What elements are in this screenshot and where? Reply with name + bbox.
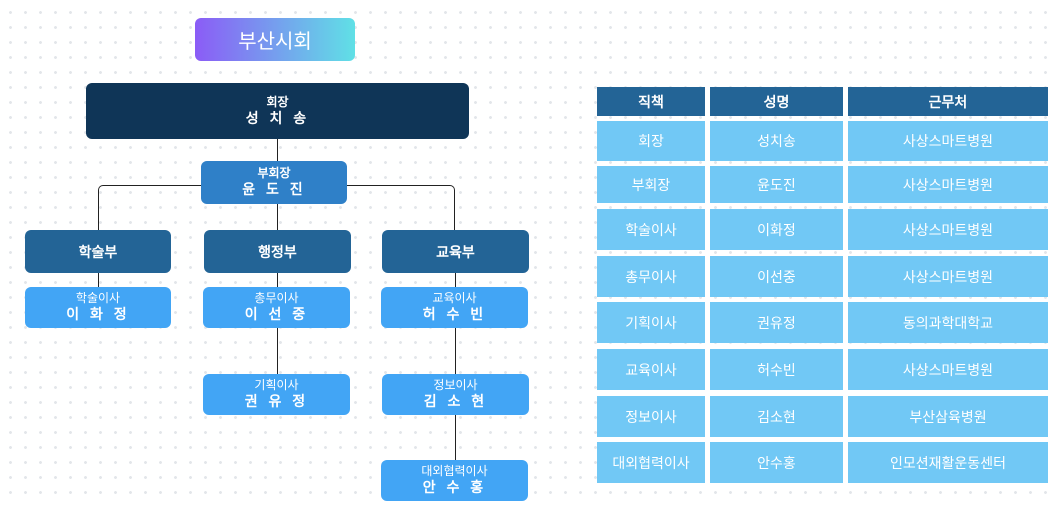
table-cell: 사상스마트병원: [848, 209, 1048, 250]
column-header: 성명: [710, 87, 843, 116]
name: 윤 도 진: [242, 182, 306, 198]
connector: [98, 273, 99, 287]
table-cell: 정보이사: [597, 396, 705, 437]
table-cell: 이화정: [710, 209, 843, 250]
name: 성 치 송: [245, 110, 310, 127]
table-cell: 김소현: [710, 396, 843, 437]
dept-academic[interactable]: 학술부: [25, 230, 171, 273]
role: 정보이사: [433, 378, 478, 392]
role: 교육이사: [432, 291, 477, 305]
table-cell: 인모션재활운동센터: [848, 442, 1048, 483]
table-cell: 동의과학대학교: [848, 302, 1048, 343]
table-cell: 안수홍: [710, 442, 843, 483]
table-cell: 대외협력이사: [597, 442, 705, 483]
role: 학술이사: [75, 291, 121, 305]
table-cell: 기획이사: [597, 302, 705, 343]
vice-president-node[interactable]: 부회장 윤 도 진: [201, 161, 347, 204]
column-header: 근무처: [848, 87, 1048, 116]
table-cell: 이선중: [710, 256, 843, 297]
name: 권 유 정: [244, 394, 309, 410]
role: 회장: [266, 94, 289, 109]
table-cell: 교육이사: [597, 349, 705, 390]
name: 허 수 빈: [422, 307, 487, 323]
table-cell: 학술이사: [597, 209, 705, 250]
table-cell: 부회장: [597, 166, 705, 203]
table-cell: 성치송: [710, 121, 843, 161]
table-cell: 회장: [597, 121, 705, 161]
name: 김 소 현: [423, 394, 488, 410]
role: 기획이사: [254, 378, 299, 392]
name: 이 선 중: [244, 307, 309, 323]
org-title: 부산시회: [195, 18, 355, 61]
table-cell: 부산삼육병원: [848, 396, 1048, 437]
column-header: 직책: [597, 87, 705, 116]
table-cell: 허수빈: [710, 349, 843, 390]
name: 이 화 정: [66, 307, 130, 323]
connector: [455, 273, 456, 460]
name: 안 수 홍: [422, 480, 487, 496]
table-cell: 윤도진: [710, 166, 843, 203]
dept-admin[interactable]: 행정부: [204, 230, 351, 273]
table-cell: 사상스마트병원: [848, 256, 1048, 297]
table-cell: 권유정: [710, 302, 843, 343]
role: 부회장: [257, 166, 291, 180]
table-cell: 사상스마트병원: [848, 166, 1048, 203]
role: 대외협력이사: [421, 464, 488, 478]
table-cell: 총무이사: [597, 256, 705, 297]
role: 총무이사: [254, 291, 299, 305]
table-cell: 사상스마트병원: [848, 121, 1048, 161]
table-cell: 사상스마트병원: [848, 349, 1048, 390]
dept-education[interactable]: 교육부: [382, 230, 529, 273]
president-node[interactable]: 회장 성 치 송: [86, 83, 469, 139]
